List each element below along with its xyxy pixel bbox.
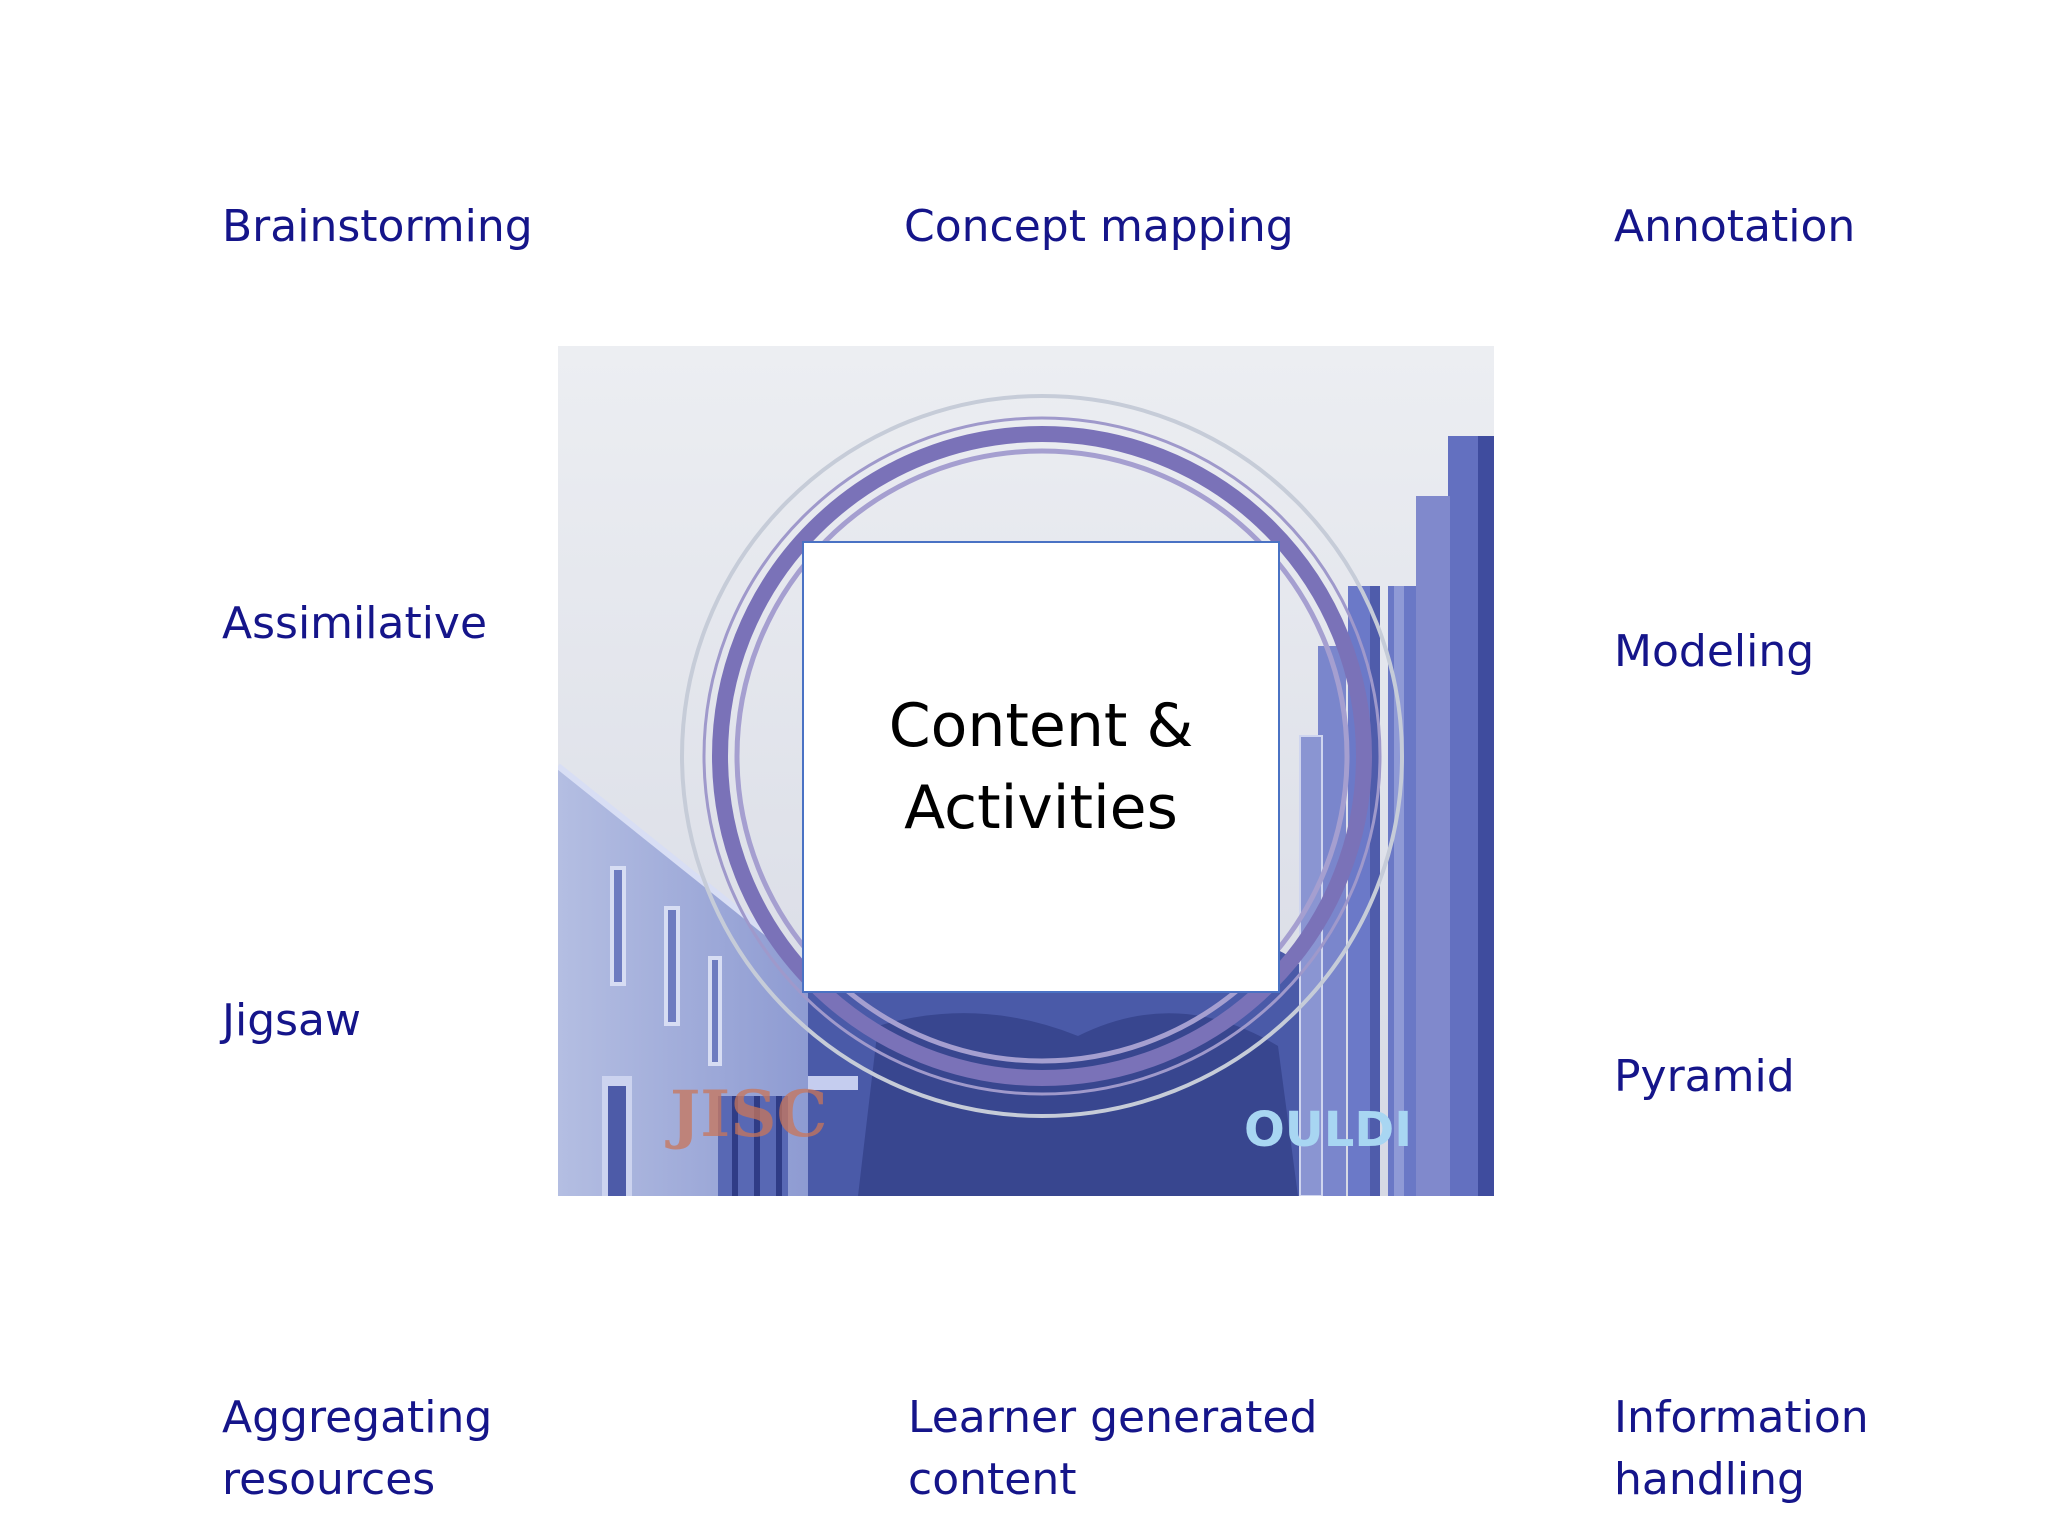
label-brainstorming: Brainstorming	[222, 201, 533, 252]
label-modeling: Modeling	[1614, 626, 1815, 677]
center-title: Content & Activities	[804, 685, 1278, 849]
center-title-line2: Activities	[904, 773, 1178, 843]
trees-front	[858, 1013, 1298, 1196]
jisc-logo: JISC	[665, 1077, 827, 1152]
label-aggregating-line2: resources	[222, 1454, 436, 1505]
label-information-line1: Information	[1614, 1392, 1869, 1443]
center-box: Content & Activities	[802, 541, 1280, 993]
label-jigsaw: Jigsaw	[222, 995, 362, 1046]
label-aggregating-line1: Aggregating	[222, 1392, 493, 1443]
post	[1448, 436, 1478, 1196]
label-assimilative: Assimilative	[222, 598, 488, 649]
label-information-handling: Information handling	[1614, 1387, 1869, 1511]
label-information-line2: handling	[1614, 1454, 1805, 1505]
inner-ring	[712, 426, 1372, 1086]
label-aggregating-resources: Aggregating resources	[222, 1387, 492, 1511]
label-learner-generated-content: Learner generated content	[908, 1387, 1317, 1511]
label-learner-line1: Learner generated	[908, 1392, 1318, 1443]
post	[1416, 496, 1450, 1196]
label-pyramid: Pyramid	[1614, 1051, 1795, 1102]
label-annotation: Annotation	[1614, 201, 1856, 252]
post	[1300, 736, 1322, 1196]
ouldi-logo: OULDI	[1244, 1102, 1412, 1158]
canopy	[808, 1076, 858, 1090]
label-learner-line2: content	[908, 1454, 1077, 1505]
center-title-line1: Content &	[888, 691, 1194, 761]
outer-ring	[680, 394, 1404, 1118]
label-concept-mapping: Concept mapping	[904, 201, 1294, 252]
